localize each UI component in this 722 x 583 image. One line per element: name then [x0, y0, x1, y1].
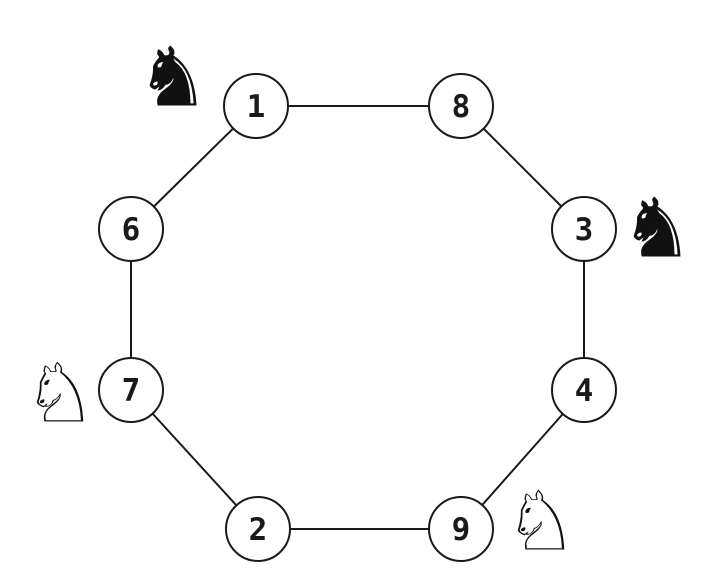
- node-1: 1: [223, 73, 289, 139]
- knights: ♞ ♞ ♘ ♘: [23, 31, 694, 570]
- white-knight-icon: ♘: [23, 347, 97, 442]
- node-8: 8: [428, 73, 494, 139]
- black-knight-icon: ♞: [620, 182, 694, 277]
- node-3: 3: [551, 196, 617, 262]
- nodes: 1 8 3 4 9 2 7 6: [98, 73, 617, 562]
- node-2: 2: [225, 496, 291, 562]
- node-4: 4: [551, 357, 617, 423]
- node-label: 1: [247, 89, 266, 125]
- node-circle: [551, 196, 617, 262]
- edges: [130, 105, 585, 530]
- black-knight-icon: ♞: [136, 31, 210, 126]
- node-circle: [98, 196, 164, 262]
- node-label: 3: [575, 212, 594, 248]
- node-7: 7: [98, 357, 164, 423]
- node-circle: [428, 496, 494, 562]
- node-9: 9: [428, 496, 494, 562]
- node-label: 7: [122, 373, 141, 409]
- node-label: 6: [122, 212, 141, 248]
- node-6: 6: [98, 196, 164, 262]
- node-label: 4: [575, 373, 594, 409]
- node-circle: [225, 496, 291, 562]
- node-circle: [428, 73, 494, 139]
- node-label: 2: [249, 512, 268, 548]
- node-circle: [551, 357, 617, 423]
- node-circle: [98, 357, 164, 423]
- node-label: 8: [452, 89, 471, 125]
- node-label: 9: [452, 512, 471, 548]
- white-knight-icon: ♘: [504, 475, 578, 570]
- node-circle: [223, 73, 289, 139]
